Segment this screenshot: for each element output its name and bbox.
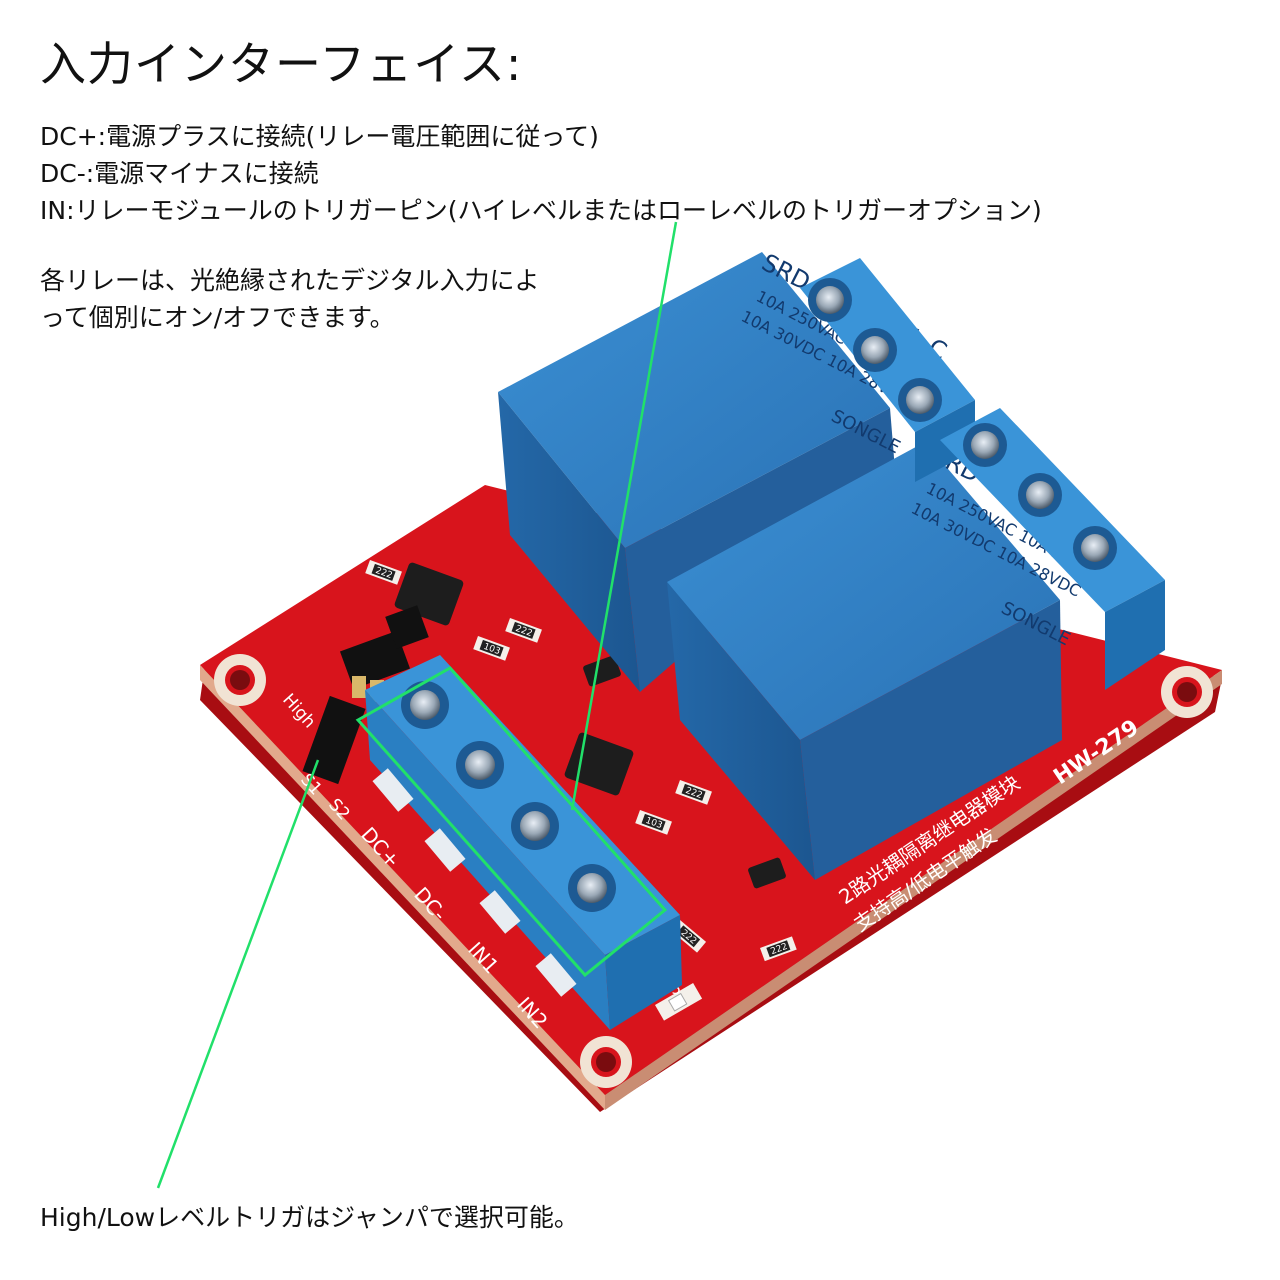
pointer-line-jumper: [156, 759, 320, 1189]
interface-line-dc-plus: DC+:電源プラスに接続(リレー電圧範囲に従って): [40, 122, 599, 151]
highlight-box: [355, 666, 668, 978]
description-line: って個別にオン/オフできます。: [40, 303, 395, 332]
pointer-line-in: [570, 221, 678, 811]
mounting-hole: [580, 1036, 632, 1088]
interface-list: DC+:電源プラスに接続(リレー電圧範囲に従って) DC-:電源マイナスに接続 …: [40, 118, 1042, 229]
input-terminal-block: [365, 655, 682, 1030]
transistor: [583, 655, 621, 687]
jumper-header[interactable]: [302, 605, 429, 785]
description-line: 各リレーは、光絶縁されたデジタル入力によ: [40, 266, 540, 295]
transistor: [748, 857, 786, 889]
description: 各リレーは、光絶縁されたデジタル入力によ って個別にオン/オフできます。: [40, 262, 540, 336]
jumper-caption: High/Lowレベルトリガはジャンパで選択可能。: [40, 1203, 579, 1232]
interface-line-in: IN:リレーモジュールのトリガーピン(ハイレベルまたはローレベルのトリガーオプシ…: [40, 196, 1042, 225]
page-title: 入力インターフェイス:: [40, 37, 523, 91]
mounting-hole: [214, 654, 266, 706]
output-terminal-2: [940, 408, 1165, 690]
mounting-hole: [1161, 666, 1213, 718]
interface-line-dc-minus: DC-:電源マイナスに接続: [40, 159, 319, 188]
